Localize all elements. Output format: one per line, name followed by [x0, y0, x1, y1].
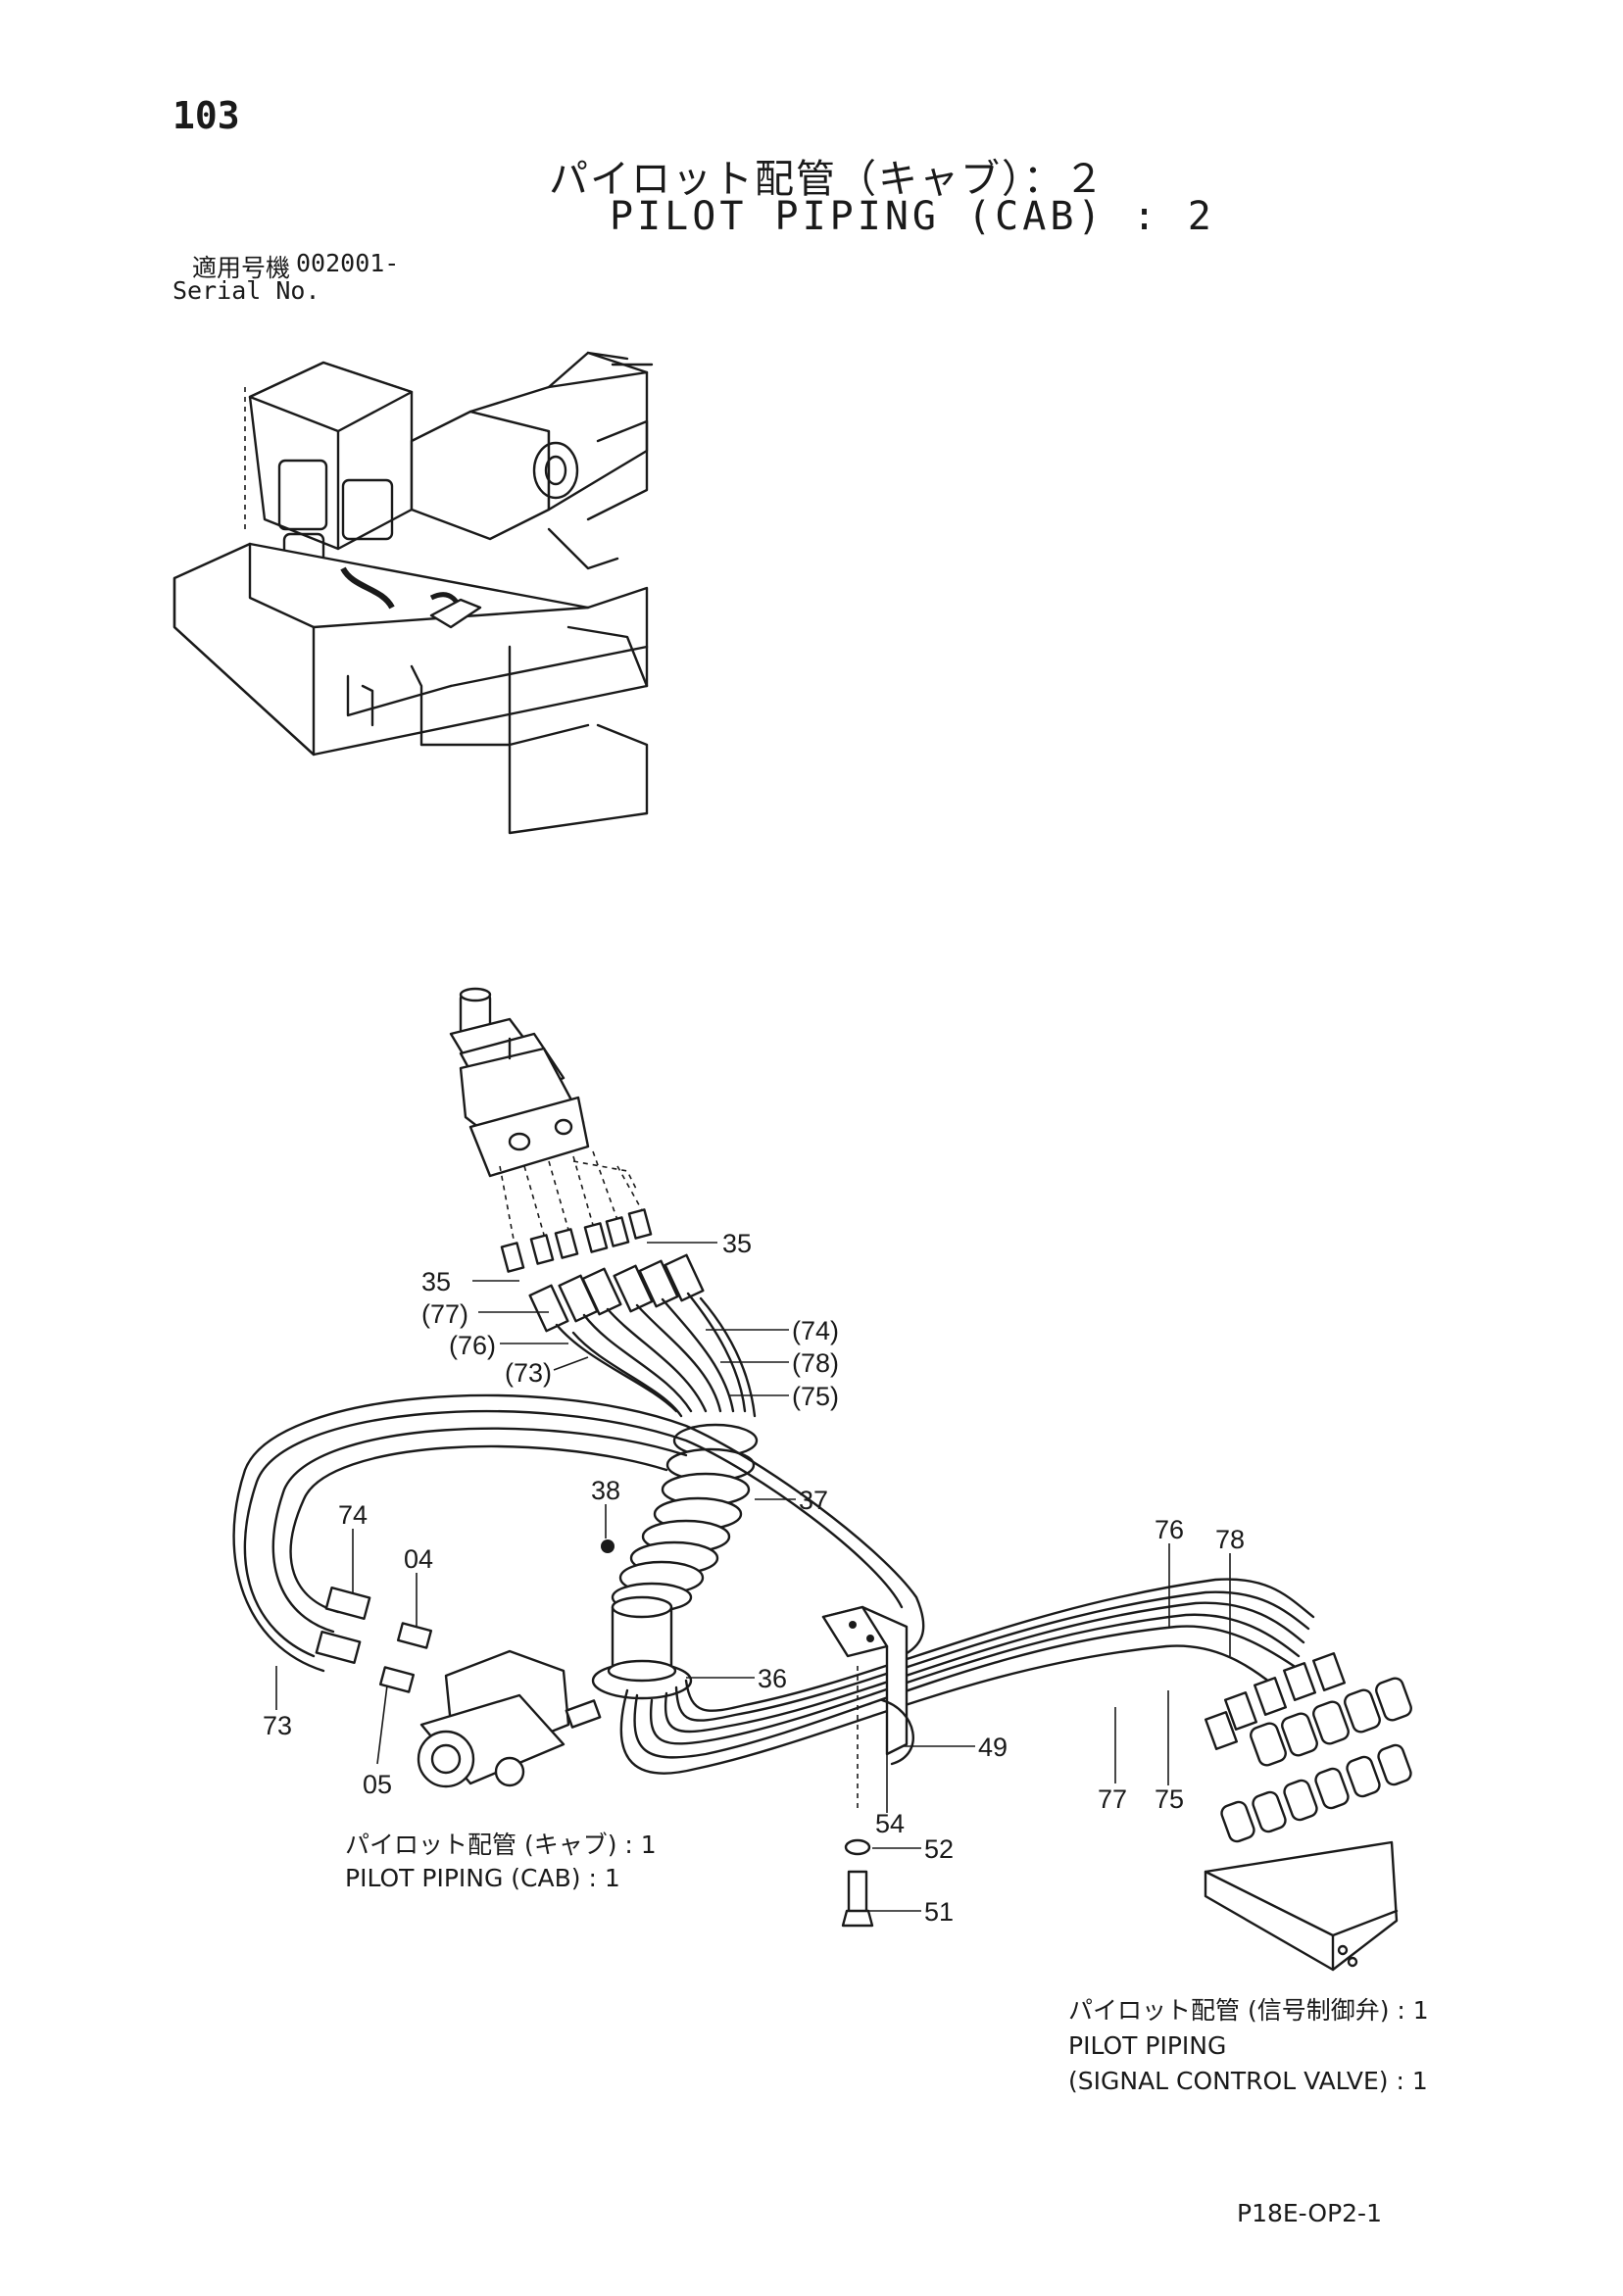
callout-35-left: 35 — [421, 1267, 451, 1296]
bracket-and-bolt — [821, 1605, 914, 1928]
callout-77-ref: (77) — [421, 1299, 468, 1329]
callout-49: 49 — [978, 1733, 1008, 1762]
callout-labels: 35 35 (77) (76) (73) (74) (78) (75) 37 3… — [263, 1229, 1245, 1927]
callout-38: 38 — [591, 1476, 620, 1505]
callout-78-ref: (78) — [792, 1348, 839, 1378]
reference-scv-jp: パイロット配管 (信号制御弁) : 1 — [1068, 1996, 1429, 2025]
overview-machine-sketch — [172, 351, 654, 835]
hose-bundle — [555, 1292, 759, 1700]
serial-range: 002001- — [296, 249, 400, 277]
serial-label-japanese: 適用号機 — [192, 254, 291, 282]
callout-74: 74 — [338, 1500, 368, 1530]
cab-pilot-valve — [417, 1649, 602, 1788]
callout-04: 04 — [404, 1544, 433, 1574]
valve-fittings — [499, 1150, 705, 1333]
reference-cab1-jp: パイロット配管 (キャブ) : 1 — [345, 1831, 657, 1859]
callout-05: 05 — [363, 1770, 392, 1799]
long-hoses — [232, 1393, 1315, 1775]
signal-control-valve — [1204, 1652, 1412, 1972]
pilot-control-valve — [449, 987, 590, 1178]
callout-54: 54 — [875, 1809, 905, 1838]
leader-lines — [275, 1242, 1231, 1912]
callout-76: 76 — [1155, 1515, 1184, 1544]
reference-scv-en2: (SIGNAL CONTROL VALVE) : 1 — [1068, 2067, 1428, 2095]
reference-scv-en1: PILOT PIPING — [1068, 2031, 1227, 2060]
reference-cab1-en: PILOT PIPING (CAB) : 1 — [345, 1864, 620, 1892]
page-number: 103 — [172, 94, 240, 137]
title-japanese: パイロット配管（キャブ）：２ — [549, 157, 1106, 202]
callout-73: 73 — [263, 1711, 292, 1740]
callout-76-ref: (76) — [449, 1331, 496, 1360]
callout-74-ref: (74) — [792, 1316, 839, 1345]
callout-75-ref: (75) — [792, 1382, 839, 1411]
callout-36: 36 — [758, 1664, 787, 1693]
callout-77: 77 — [1098, 1784, 1127, 1814]
reference-pilot-piping-cab-1: パイロット配管 (キャブ) : 1 PILOT PIPING (CAB) : 1 — [345, 1829, 657, 1895]
document-code: P18E-OP2-1 — [1237, 2199, 1382, 2227]
reference-signal-control-valve: パイロット配管 (信号制御弁) : 1 PILOT PIPING (SIGNAL… — [1068, 1993, 1429, 2099]
callout-78: 78 — [1215, 1525, 1245, 1554]
callout-51: 51 — [924, 1897, 954, 1927]
callout-75: 75 — [1155, 1784, 1184, 1814]
callout-73-ref: (73) — [505, 1358, 552, 1388]
callout-52: 52 — [924, 1834, 954, 1864]
title-english: PILOT PIPING (CAB) : 2 — [610, 194, 1215, 239]
serial-label-english: Serial No. — [172, 276, 320, 305]
callout-37: 37 — [799, 1486, 828, 1515]
callout-35-right: 35 — [722, 1229, 752, 1258]
